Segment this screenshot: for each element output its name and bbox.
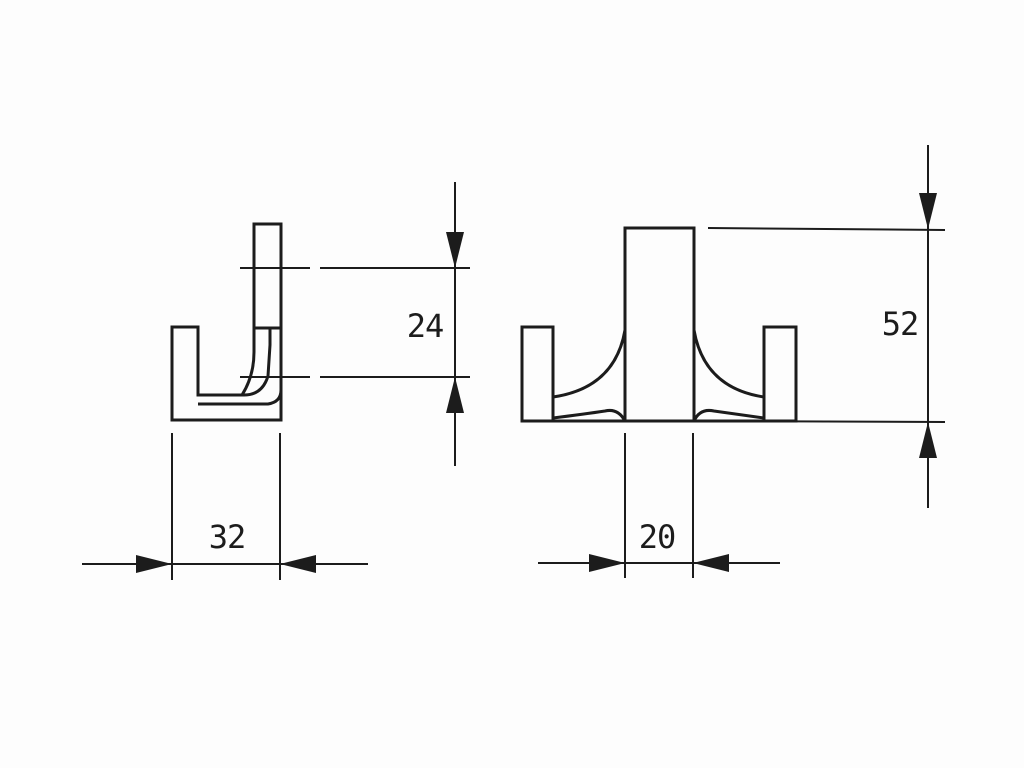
dimension-label-32: 32 (209, 518, 246, 556)
front-view-right-arm (762, 325, 798, 423)
front-view-left-arm (520, 325, 555, 423)
front-view-left-curve (552, 329, 627, 399)
dimension-label-20: 20 (639, 518, 676, 556)
front-view-center-block (623, 226, 696, 423)
dimension-extension-lines-32 (171, 433, 281, 580)
dimension-extension-lines-52 (707, 227, 946, 423)
side-view-outline (170, 222, 283, 422)
front-view-right-base (692, 409, 765, 422)
side-view-bevel (198, 389, 283, 406)
dimension-label-24: 24 (407, 307, 444, 345)
dimension-extension-lines-20 (624, 433, 694, 578)
front-view-hook (520, 226, 798, 423)
dimension-label-52: 52 (882, 305, 919, 343)
front-view-right-curve (692, 329, 765, 399)
dimension-extension-lines-24 (240, 267, 470, 378)
front-view-left-base (552, 409, 627, 422)
side-view-hook (170, 222, 283, 422)
